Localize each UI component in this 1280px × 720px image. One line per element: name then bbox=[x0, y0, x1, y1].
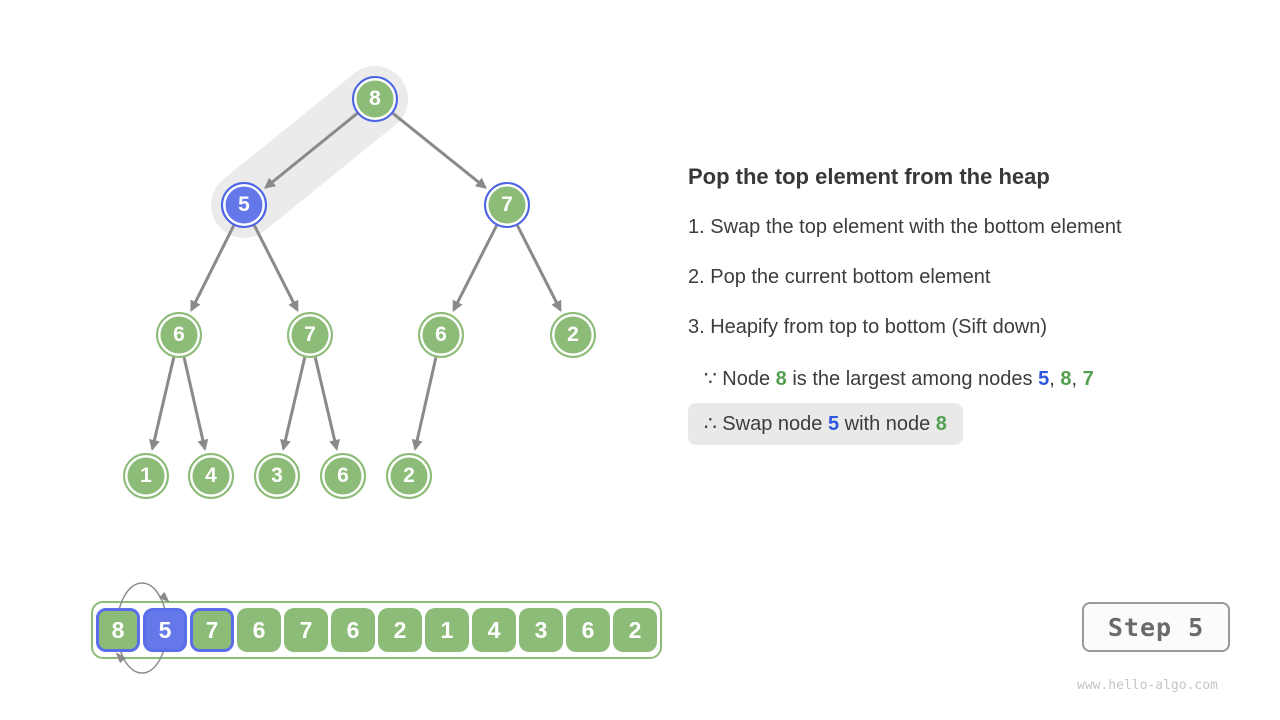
array-cell: 7 bbox=[190, 608, 234, 652]
array-cell: 7 bbox=[284, 608, 328, 652]
therefore-symbol: ∴ bbox=[704, 411, 717, 435]
therefore-text-1: Swap node bbox=[716, 413, 828, 435]
tree-edge-arrows bbox=[149, 112, 562, 451]
array-cell: 4 bbox=[472, 608, 516, 652]
step-badge: Step 5 bbox=[1082, 602, 1230, 652]
array-cell: 2 bbox=[378, 608, 422, 652]
tree-node: 6 bbox=[418, 312, 464, 358]
because-text-1: Node bbox=[716, 368, 776, 390]
therefore-text-2: with node bbox=[839, 413, 936, 435]
explanation-panel: Pop the top element from the heap 1. Swa… bbox=[688, 164, 1258, 445]
array-cell: 3 bbox=[519, 608, 563, 652]
because-node-7: 7 bbox=[1082, 368, 1094, 390]
array-cell: 6 bbox=[237, 608, 281, 652]
tree-node: 5 bbox=[221, 182, 267, 228]
panel-title: Pop the top element from the heap bbox=[688, 164, 1050, 189]
tree-node: 7 bbox=[287, 312, 333, 358]
because-symbol: ∵ bbox=[704, 366, 717, 390]
array-cell: 5 bbox=[143, 608, 187, 652]
because-node-5: 5 bbox=[1038, 368, 1050, 390]
tree-node: 4 bbox=[188, 453, 234, 499]
tree-node: 2 bbox=[386, 453, 432, 499]
watermark: www.hello-algo.com bbox=[1077, 678, 1218, 693]
step-instruction-1: 1. Swap the top element with the bottom … bbox=[688, 216, 1122, 238]
tree-node: 6 bbox=[156, 312, 202, 358]
array-cell: 1 bbox=[425, 608, 469, 652]
therefore-node-5: 5 bbox=[827, 413, 840, 435]
because-node-8: 8 bbox=[775, 368, 787, 390]
array-cell: 8 bbox=[96, 608, 140, 652]
tree-node: 6 bbox=[320, 453, 366, 499]
therefore-node-8: 8 bbox=[935, 413, 947, 435]
because-text-2: is the largest among nodes bbox=[786, 368, 1039, 390]
array-cell: 6 bbox=[331, 608, 375, 652]
tree-node: 3 bbox=[254, 453, 300, 499]
array-cell: 2 bbox=[613, 608, 657, 652]
tree-node: 8 bbox=[352, 76, 398, 122]
tree-node: 7 bbox=[484, 182, 530, 228]
tree-node: 2 bbox=[550, 312, 596, 358]
step-instruction-2: 2. Pop the current bottom element bbox=[688, 266, 991, 288]
swap-highlight-capsule bbox=[211, 66, 408, 238]
therefore-box: ∴ Swap node 5 with node 8 bbox=[688, 403, 963, 445]
because-sep-2: , bbox=[1071, 368, 1083, 390]
tree-node: 1 bbox=[123, 453, 169, 499]
step-instruction-3: 3. Heapify from top to bottom (Sift down… bbox=[688, 316, 1048, 338]
because-node-8b: 8 bbox=[1060, 368, 1072, 390]
because-line: ∵ Node 8 is the largest among nodes 5, 8… bbox=[704, 366, 1258, 391]
because-sep-1: , bbox=[1049, 368, 1061, 390]
array-cell: 6 bbox=[566, 608, 610, 652]
